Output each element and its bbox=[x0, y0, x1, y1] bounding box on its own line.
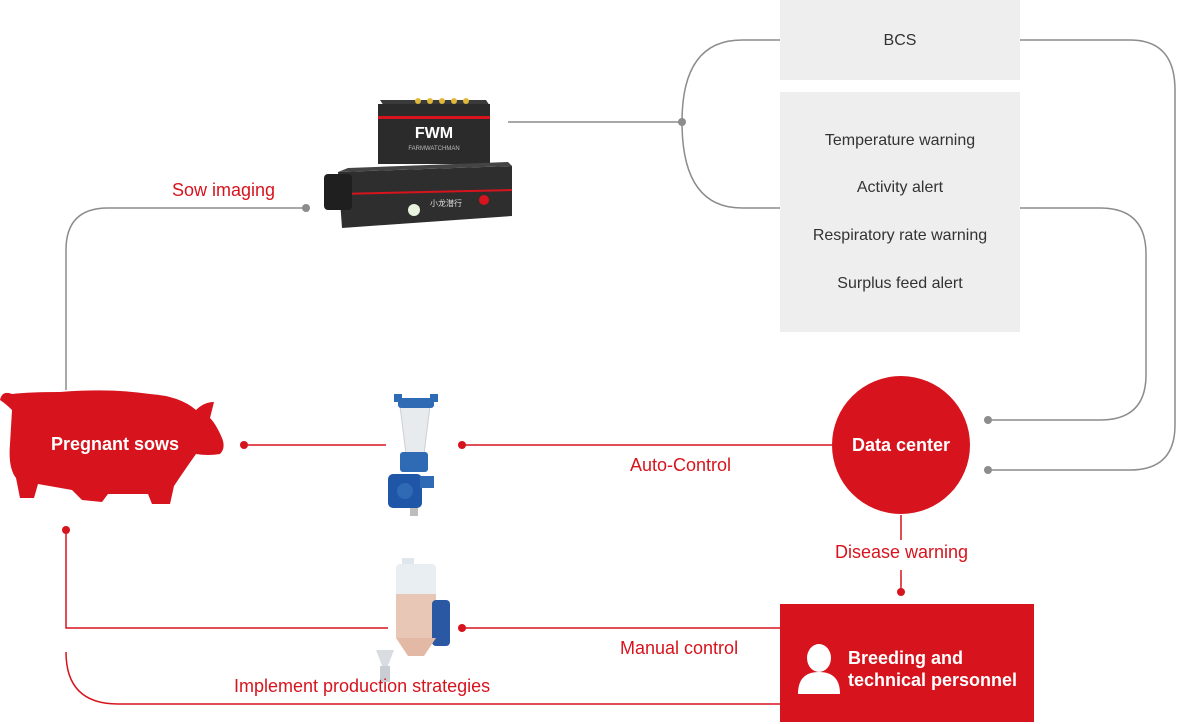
pregnant-sows-label: Pregnant sows bbox=[50, 434, 180, 454]
connector-dot bbox=[62, 526, 70, 534]
personnel-label: Breeding and technical personnel bbox=[848, 648, 1018, 690]
alert-item-activity: Activity alert bbox=[856, 179, 944, 196]
bcs-label: BCS bbox=[883, 32, 917, 49]
auto-control-label: Auto-Control bbox=[630, 455, 732, 475]
connector-dot bbox=[984, 416, 992, 424]
sow-imaging-label: Sow imaging bbox=[172, 180, 276, 200]
data-center-label: Data center bbox=[851, 435, 951, 455]
manual-control-label: Manual control bbox=[620, 638, 739, 658]
bcs-panel: BCS bbox=[780, 0, 1020, 80]
sow-imaging-connector bbox=[65, 207, 306, 390]
connector-dot bbox=[302, 204, 310, 212]
data-center-node bbox=[832, 376, 970, 514]
connector-dot bbox=[984, 466, 992, 474]
pig-silhouette bbox=[0, 390, 224, 504]
device-brand: FWM bbox=[415, 125, 453, 142]
alert-item-surplus-feed: Surplus feed alert bbox=[837, 275, 963, 292]
bcs-to-datacenter-connector bbox=[988, 39, 1176, 471]
person-icon bbox=[798, 644, 840, 694]
imaging-device-illustration: FWM FARMWATCHMAN 小龙潜行 bbox=[324, 98, 513, 228]
auto-feeder-illustration bbox=[388, 394, 438, 516]
device-badge: 小龙潜行 bbox=[430, 198, 462, 208]
connector-dot bbox=[897, 588, 905, 596]
personnel-node: Breeding and technical personnel bbox=[780, 604, 1034, 722]
alerts-panel: Temperature warning Activity alert Respi… bbox=[780, 92, 1020, 332]
manual-feeder-to-sows-connector bbox=[65, 530, 388, 629]
pregnant-sows-node bbox=[0, 390, 224, 504]
production-strategies-connector bbox=[65, 651, 780, 705]
connector-dot bbox=[678, 118, 686, 126]
alert-item-respiratory: Respiratory rate warning bbox=[812, 227, 988, 244]
production-strategies-label: Implement production strategies bbox=[234, 676, 491, 696]
manual-feeder-illustration bbox=[376, 558, 450, 682]
disease-warning-label: Disease warning bbox=[835, 542, 969, 562]
alerts-to-datacenter-connector bbox=[988, 207, 1147, 421]
device-brand-sub: FARMWATCHMAN bbox=[408, 146, 459, 152]
connector-dot bbox=[240, 441, 248, 449]
connector-dot bbox=[458, 624, 466, 632]
alert-item-temperature: Temperature warning bbox=[824, 132, 976, 149]
panels-bracket bbox=[681, 39, 780, 209]
connector-dot bbox=[458, 441, 466, 449]
